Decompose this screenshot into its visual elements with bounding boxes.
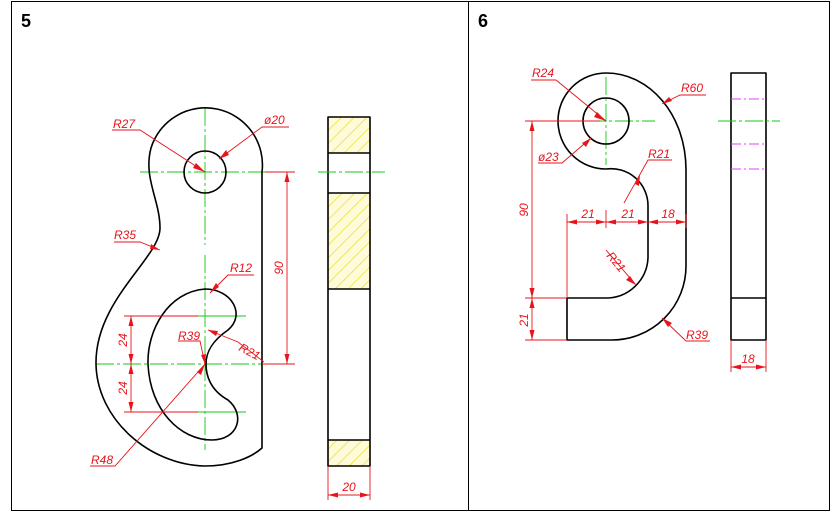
arrow-6-90-top bbox=[529, 121, 535, 131]
panel-5-frame bbox=[11, 1, 469, 511]
dim-label-6-18-side: 18 bbox=[741, 352, 755, 366]
part-5-front-view: 90 24 24 R27 ø20 R35 R12 R39 R2 bbox=[90, 107, 295, 467]
dim-label-6-18: 18 bbox=[661, 207, 675, 221]
arrow-6-h-4 bbox=[638, 219, 648, 225]
dim-label-phi20: ø20 bbox=[264, 113, 285, 127]
leader-r21-top bbox=[623, 159, 672, 204]
part-5-outline bbox=[95, 107, 264, 467]
arrow-phi23 bbox=[582, 138, 591, 147]
arrow-6-h-6 bbox=[676, 219, 686, 225]
arrow-20-left bbox=[328, 492, 338, 498]
arrow-r12 bbox=[210, 283, 219, 293]
arrow-6-h-1 bbox=[567, 219, 577, 225]
arrow-r39-6 bbox=[662, 318, 672, 327]
arrow-r21-top bbox=[635, 175, 640, 186]
dim-label-r60: R60 bbox=[681, 81, 703, 95]
leader-r27 bbox=[112, 129, 206, 173]
hatch-middle bbox=[328, 193, 370, 289]
arrow-6-90-bottom bbox=[529, 288, 535, 298]
panel-6-frame bbox=[468, 1, 830, 511]
arrow-r24 bbox=[594, 112, 606, 121]
dim-label-r35: R35 bbox=[114, 228, 136, 242]
side-6-outline bbox=[730, 72, 767, 341]
part-6-outline bbox=[557, 72, 687, 341]
dim-label-r21-top: R21 bbox=[648, 147, 670, 161]
arrow-6-18-right bbox=[756, 364, 766, 370]
dim-label-20: 20 bbox=[341, 480, 356, 494]
part-5-top-hole bbox=[183, 150, 227, 194]
hatch-top bbox=[328, 117, 370, 153]
dim-label-r48: R48 bbox=[91, 453, 113, 467]
leader-phi20 bbox=[218, 126, 289, 160]
dim-label-r21-mid: R21 bbox=[604, 249, 629, 275]
arrow-6-h-5 bbox=[648, 219, 658, 225]
arrow-r48 bbox=[197, 364, 205, 375]
dim-label-24-lower: 24 bbox=[116, 381, 130, 396]
arrow-r27 bbox=[193, 163, 205, 172]
arrow-6-21-bottom bbox=[529, 330, 535, 340]
arrow-phi20 bbox=[219, 150, 229, 159]
arrow-r60 bbox=[662, 97, 672, 104]
arrow-6-21-top bbox=[529, 298, 535, 308]
arrow-90-top bbox=[284, 172, 290, 182]
arrow-90-bottom bbox=[284, 354, 290, 364]
arrow-6-h-3 bbox=[606, 219, 616, 225]
dim-label-90: 90 bbox=[272, 261, 286, 275]
arrow-6-18-left bbox=[731, 364, 741, 370]
dim-label-r39: R39 bbox=[178, 329, 200, 343]
leader-r39 bbox=[178, 340, 206, 365]
dim-label-r21: R21 bbox=[237, 340, 263, 363]
dim-label-r27: R27 bbox=[113, 117, 136, 131]
arrow-24-2 bbox=[128, 354, 134, 364]
arrow-24-1 bbox=[128, 316, 134, 326]
dim-label-r24: R24 bbox=[532, 66, 554, 80]
arrow-6-h-2 bbox=[596, 219, 606, 225]
part-6-side-view: 18 bbox=[718, 72, 780, 372]
leader-r24 bbox=[531, 79, 607, 122]
leader-phi23 bbox=[538, 137, 592, 164]
arrow-20-right bbox=[360, 492, 370, 498]
dim-label-24-upper: 24 bbox=[116, 333, 130, 348]
arrow-r35 bbox=[150, 244, 160, 250]
arrow-r21-mid bbox=[626, 276, 636, 285]
dim-label-r12: R12 bbox=[230, 261, 252, 275]
arrow-r21 bbox=[208, 330, 218, 336]
arrow-r39 bbox=[201, 354, 206, 364]
dim-label-6-90: 90 bbox=[517, 203, 531, 217]
leader-r39-6 bbox=[661, 317, 710, 342]
arrow-24-4 bbox=[128, 402, 134, 412]
dim-label-r39-6: R39 bbox=[686, 328, 708, 342]
part-5-kidney-slot bbox=[147, 288, 239, 441]
panel-6-number: 6 bbox=[478, 11, 488, 31]
leader-r21 bbox=[207, 329, 265, 363]
hatch-bottom bbox=[328, 440, 370, 466]
panel-5-number: 5 bbox=[21, 11, 31, 31]
side-view-outline bbox=[327, 116, 371, 467]
dim-label-6-21-left: 21 bbox=[517, 313, 531, 327]
part-5-side-view: 20 bbox=[318, 116, 385, 500]
arrow-24-3 bbox=[128, 364, 134, 374]
dim-label-phi23: ø23 bbox=[538, 150, 559, 164]
dim-label-6-21b: 21 bbox=[620, 207, 634, 221]
dim-label-6-21a: 21 bbox=[580, 207, 594, 221]
part-6-front-view: 90 21 21 21 18 R24 R60 ø23 R21 bbox=[517, 66, 710, 342]
leader-r48 bbox=[90, 363, 206, 467]
